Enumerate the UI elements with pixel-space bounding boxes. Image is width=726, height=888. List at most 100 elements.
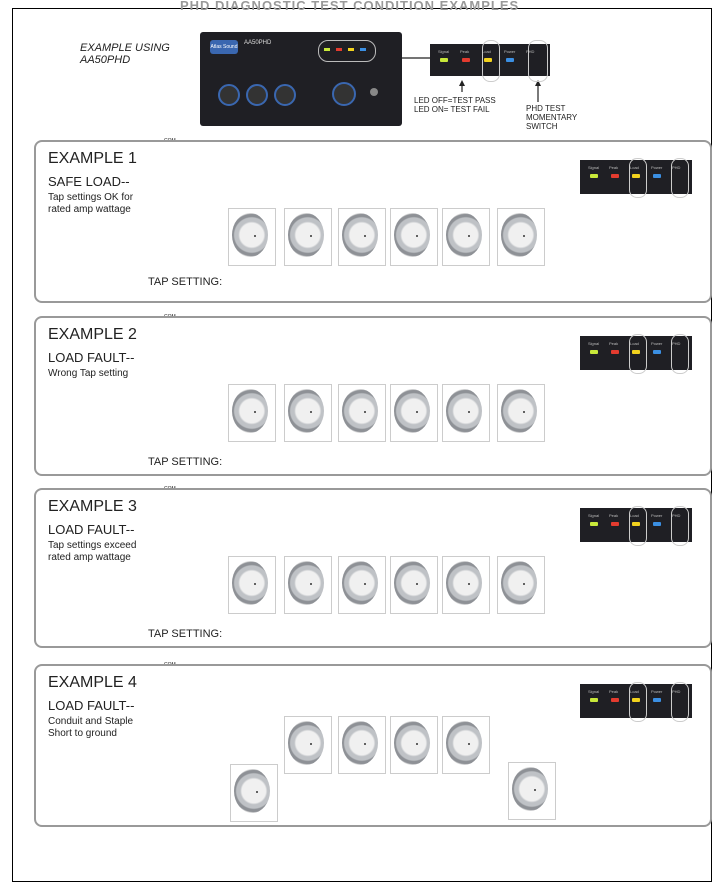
amp-led: [348, 48, 354, 51]
led-indicator: [506, 58, 514, 62]
example-using-line-1: EXAMPLE USING: [80, 42, 170, 54]
led-indicator: [653, 350, 661, 354]
speaker-dot: [416, 411, 418, 413]
speaker-cone: [501, 389, 537, 433]
panel-label: Signal: [588, 165, 600, 170]
speaker-dot: [416, 235, 418, 237]
led-indicator: [462, 58, 470, 62]
led-strip: [318, 40, 376, 62]
tap-setting-label: TAP SETTING:: [148, 628, 223, 640]
tap-setting-label: TAP SETTING:: [148, 456, 223, 468]
speaker-cone: [446, 561, 482, 605]
speaker-cone: [342, 561, 378, 605]
speaker-cone: [288, 389, 324, 433]
example-using-line-2: AA50PHD: [80, 54, 131, 66]
panel-label: Load: [630, 689, 639, 694]
panel-label: Signal: [438, 49, 450, 54]
speaker-dot: [254, 411, 256, 413]
panel-label: Peak: [609, 689, 619, 694]
speaker-cone: [288, 561, 324, 605]
amplifier-device: Atlas Sound AA50PHD: [200, 32, 402, 126]
speaker-cone: [501, 213, 537, 257]
panel-label: Signal: [588, 341, 600, 346]
phd-switch-label: PHD TEST MOMENTARY SWITCH: [526, 104, 577, 131]
knob-2[interactable]: [246, 84, 268, 106]
led-indicator: [484, 58, 492, 62]
led-indicator: [611, 522, 619, 526]
led-indicator: [611, 698, 619, 702]
speaker-cone: [394, 561, 430, 605]
speaker-dot: [468, 235, 470, 237]
speaker-dot: [523, 411, 525, 413]
speaker-dot: [254, 583, 256, 585]
phd-button-highlight: [671, 682, 689, 722]
led-indicator: [611, 174, 619, 178]
amp-led: [336, 48, 342, 51]
knob-3[interactable]: [274, 84, 296, 106]
example-1-title: EXAMPLE 1: [48, 150, 137, 167]
load-led-highlight: [629, 158, 647, 198]
speaker-dot: [523, 583, 525, 585]
speaker-cone: [446, 213, 482, 257]
phd-switch-line-2: MOMENTARY: [526, 113, 578, 122]
panel-label: PHD: [672, 689, 681, 694]
load-led-highlight: [482, 40, 500, 82]
panel-label: Peak: [609, 513, 619, 518]
example-2-subtitle: LOAD FAULT--: [48, 350, 135, 365]
knob-1[interactable]: [218, 84, 240, 106]
example-3-desc-line-1: Tap settings exceed: [48, 540, 137, 551]
example-2-title: EXAMPLE 2: [48, 326, 137, 343]
speaker-dot: [416, 583, 418, 585]
led-arrow: [459, 80, 465, 86]
panel-label: PHD: [526, 49, 535, 54]
phd-switch-line-3: SWITCH: [526, 122, 558, 131]
speaker-dot: [364, 411, 366, 413]
panel-label: Power: [651, 341, 663, 346]
example-1-desc-line-1: Tap settings OK for: [48, 192, 134, 203]
phd-arrow: [535, 80, 541, 86]
speaker-dot: [364, 235, 366, 237]
power-button[interactable]: [370, 88, 378, 96]
load-led-highlight: [629, 506, 647, 546]
page-title: PHD DIAGNOSTIC TEST CONDITION EXAMPLES: [180, 0, 520, 13]
speaker-cone: [232, 561, 268, 605]
speaker-cone: [342, 213, 378, 257]
example-3-subtitle: LOAD FAULT--: [48, 522, 135, 537]
speaker-cone: [446, 389, 482, 433]
led-indicator: [653, 522, 661, 526]
panel-label: Load: [630, 341, 639, 346]
speaker-dot: [256, 791, 258, 793]
panel-label: Load: [630, 513, 639, 518]
speaker-cone: [232, 389, 268, 433]
device-model: AA50PHD: [244, 40, 272, 46]
phd-switch-line-1: PHD TEST: [526, 104, 566, 113]
led-indicator: [632, 522, 640, 526]
led-indicator: [590, 698, 598, 702]
tap-line-2: TAP SETTING:: [148, 456, 222, 468]
example-1-subtitle: SAFE LOAD--: [48, 174, 130, 189]
speaker-dot: [523, 235, 525, 237]
speaker-dot: [364, 583, 366, 585]
amp-led: [360, 48, 366, 51]
panel-label: Peak: [460, 49, 470, 54]
tap-setting-label: TAP SETTING:: [148, 276, 223, 288]
knob-4[interactable]: [332, 82, 356, 106]
speaker-dot: [534, 789, 536, 791]
led-indicator: [653, 174, 661, 178]
speaker-cone: [288, 721, 324, 765]
speaker-dot: [468, 411, 470, 413]
panel-label: PHD: [672, 513, 681, 518]
speaker-dot: [254, 235, 256, 237]
panel-label: PHD: [672, 341, 681, 346]
phd-button-highlight: [671, 158, 689, 198]
panel-label: Power: [651, 513, 663, 518]
led-indicator: [590, 174, 598, 178]
load-led-highlight: [629, 334, 647, 374]
led-indicator: [653, 698, 661, 702]
load-led-highlight: [629, 682, 647, 722]
panel-label: PHD: [672, 165, 681, 170]
speaker-dot: [310, 583, 312, 585]
speaker-dot: [468, 583, 470, 585]
panel-label: Load: [482, 49, 491, 54]
